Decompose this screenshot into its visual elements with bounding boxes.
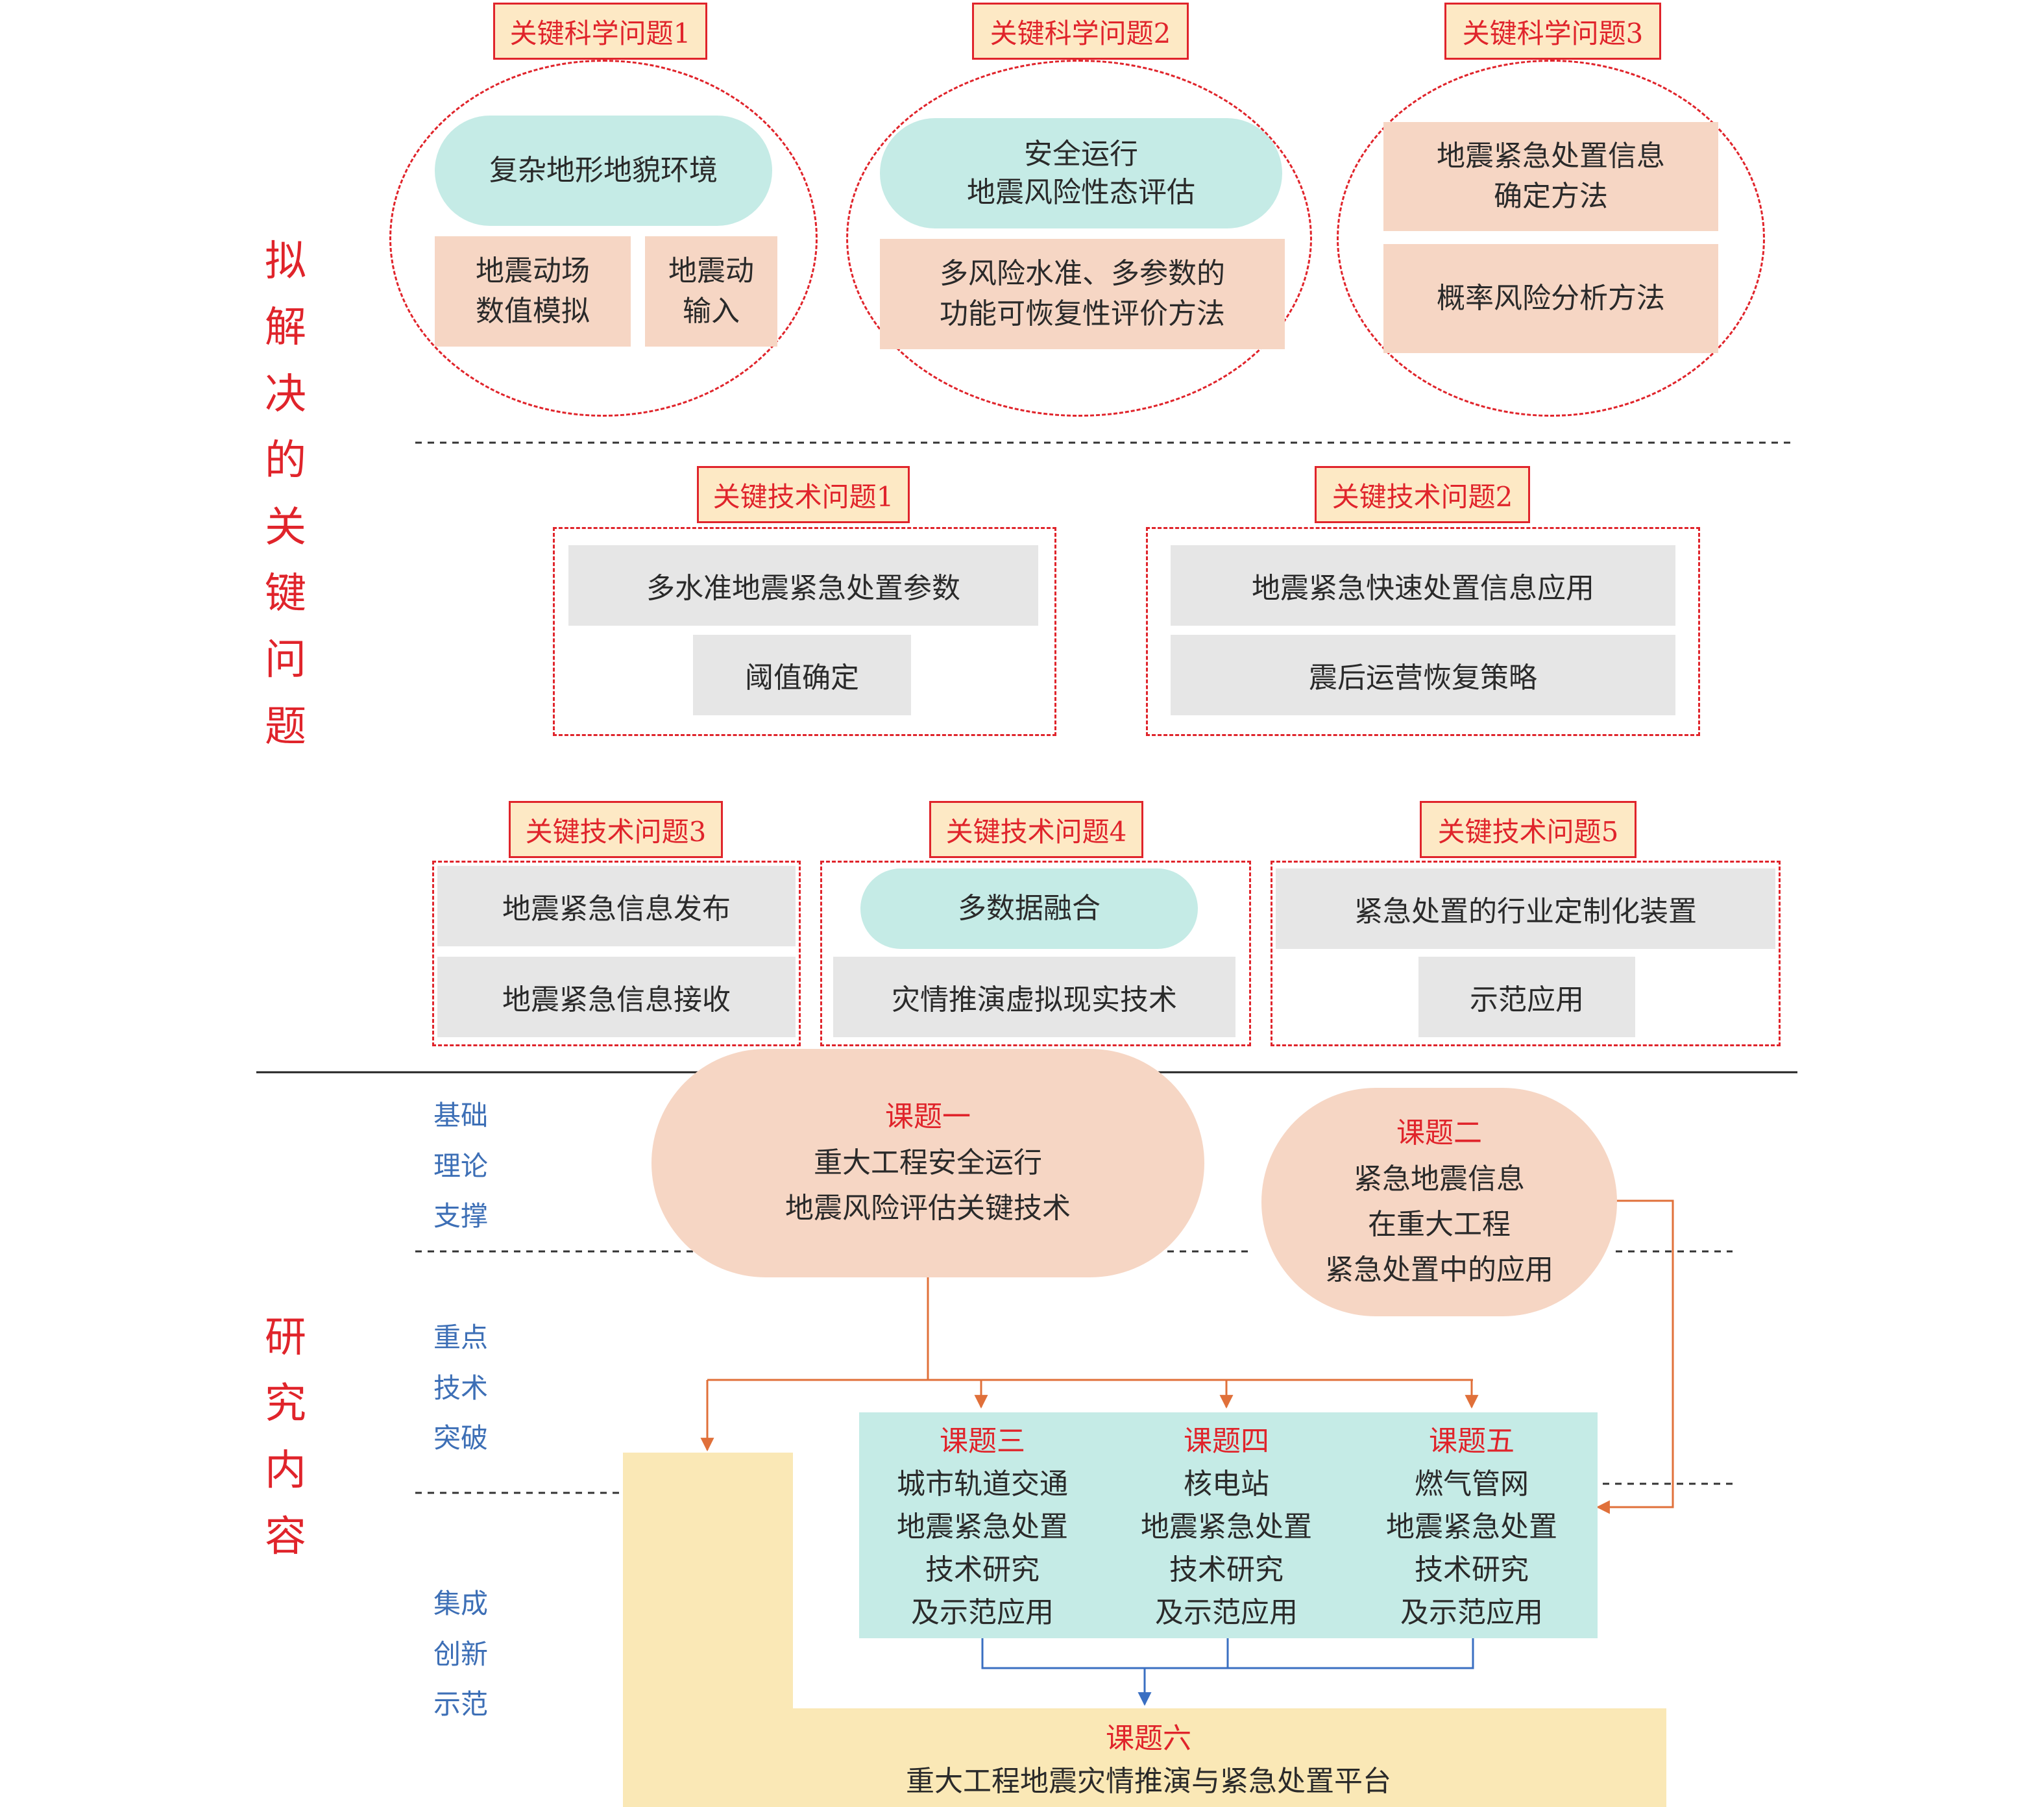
topic-1: 课题一 重大工程安全运行地震风险评估关键技术 (651, 1049, 1204, 1277)
tech-tag-3: 关键技术问题3 (509, 801, 723, 858)
science-1-box-b: 地震动输入 (645, 236, 777, 347)
tech-4-item-1: 多数据融合 (860, 868, 1198, 949)
topic-2-title: 课题二 (1396, 1116, 1482, 1150)
tech-1-item-2: 阈值确定 (693, 635, 911, 715)
science-3-box-b: 概率风险分析方法 (1383, 244, 1718, 353)
topic-2: 课题二 紧急地震信息在重大工程紧急处置中的应用 (1261, 1088, 1617, 1316)
tech-group-1 (553, 527, 1056, 736)
tech-2-item-2: 震后运营恢复策略 (1171, 635, 1675, 715)
topic-1-title: 课题一 (885, 1100, 971, 1134)
science-group-3 (1337, 60, 1765, 417)
tech-3-item-1: 地震紧急信息发布 (437, 866, 796, 946)
merge-t3t4t5 (981, 1638, 1474, 1669)
topic-6-title: 课题六 (1106, 1722, 1191, 1755)
tech-group-5 (1271, 861, 1781, 1046)
side-label-demo: 集成创新示范 (433, 1588, 489, 1721)
tech-3-item-2: 地震紧急信息接收 (437, 957, 796, 1037)
tech-tag-2: 关键技术问题2 (1315, 466, 1530, 523)
tech-4-item-2: 灾情推演虚拟现实技术 (833, 957, 1235, 1037)
tech-tag-4: 关键技术问题4 (929, 801, 1143, 858)
section-title-research: 研究 内容 (265, 1314, 306, 1562)
tech-tag-1: 关键技术问题1 (697, 466, 910, 523)
side-label-basic: 基础理论支撑 (433, 1100, 489, 1233)
science-tag-3: 关键科学问题3 (1444, 3, 1661, 60)
topic-6: 课题六 重大工程地震灾情推演与紧急处置平台 (779, 1717, 1518, 1803)
topic-6-horizontal (623, 1708, 1666, 1807)
tech-tag-5: 关键技术问题5 (1420, 801, 1636, 858)
tech-5-item-2: 示范应用 (1418, 957, 1635, 1037)
science-group-1 (389, 60, 818, 417)
science-2-pill: 安全运行地震风险性态评估 (880, 118, 1282, 228)
tech-5-item-1: 紧急处置的行业定制化装置 (1276, 868, 1775, 949)
tech-group-3 (432, 861, 801, 1046)
section-title-key-problems: 拟解 决的 关键 问题 (265, 238, 306, 751)
topic-5: 课题五 燃气管网地震紧急处置 技术研究及示范应用 (1374, 1420, 1569, 1634)
side-label-tech: 重点技术突破 (433, 1321, 489, 1455)
topic-5-title: 课题五 (1429, 1425, 1515, 1458)
topic-4-title: 课题四 (1184, 1425, 1269, 1458)
science-1-pill: 复杂地形地貌环境 (435, 116, 772, 226)
science-tag-2: 关键科学问题2 (972, 3, 1189, 60)
science-group-2 (846, 60, 1312, 417)
tech-2-item-1: 地震紧急快速处置信息应用 (1171, 545, 1675, 626)
topic-3: 课题三 城市轨道交通地震紧急处置 技术研究及示范应用 (885, 1420, 1080, 1634)
topic-4: 课题四 核电站地震紧急处置 技术研究及示范应用 (1129, 1420, 1324, 1634)
science-tag-1: 关键科学问题1 (493, 3, 707, 60)
tech-1-item-1: 多水准地震紧急处置参数 (568, 545, 1038, 626)
science-3-box-a: 地震紧急处置信息确定方法 (1383, 122, 1718, 231)
tech-group-4 (820, 861, 1251, 1046)
tech-group-2 (1146, 527, 1700, 736)
arrow-t2-to-t5 (1596, 1199, 1674, 1514)
science-1-box-a: 地震动场数值模拟 (435, 236, 631, 347)
topic-3-title: 课题三 (940, 1425, 1025, 1458)
topics-3-4-5-box (859, 1412, 1598, 1638)
science-2-box: 多风险水准、多参数的功能可恢复性评价方法 (880, 239, 1285, 349)
